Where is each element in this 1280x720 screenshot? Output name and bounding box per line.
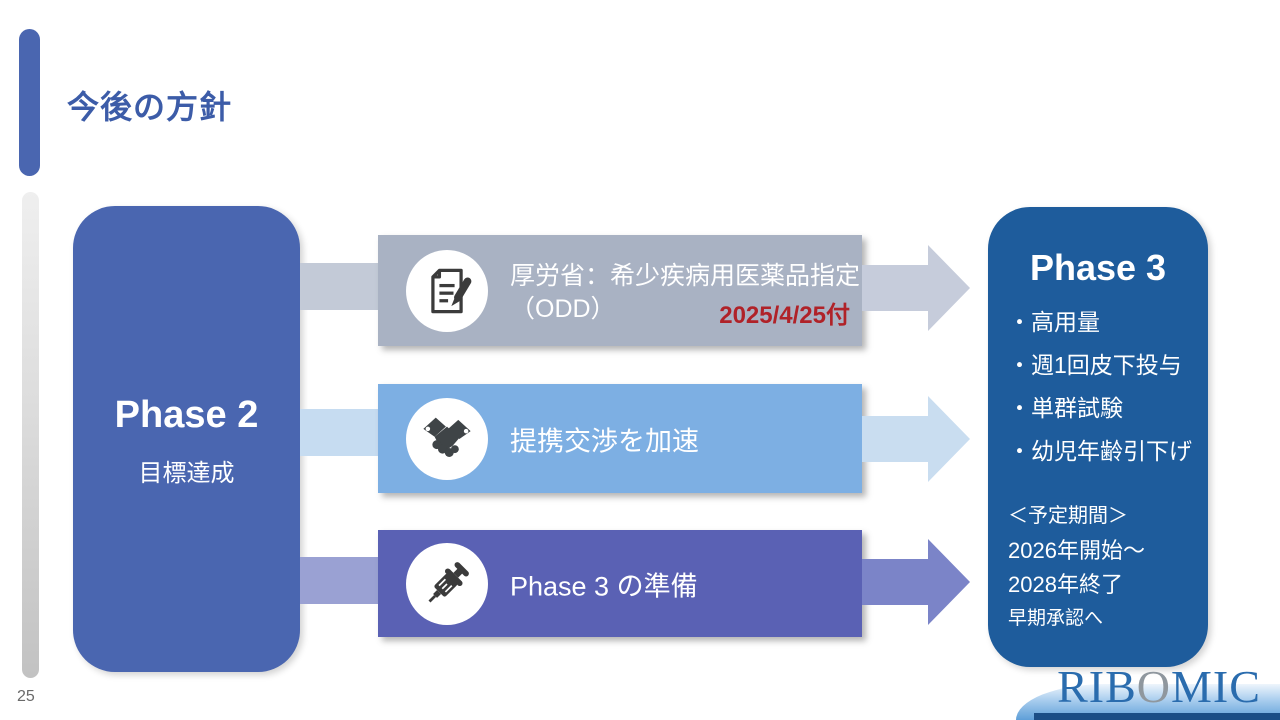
connector-phase2-to-step1	[300, 263, 385, 310]
logo-letter-o: O	[1136, 661, 1171, 712]
phase3-schedule-line: 2026年開始～	[1008, 538, 1145, 563]
step1-label: 厚労省：希少疾病用医薬品指定 （ODD）	[510, 260, 860, 326]
step2-icon-circle	[406, 397, 488, 480]
phase2-box: Phase 2 目標達成	[73, 206, 300, 672]
step1-label-line2: （ODD）	[510, 295, 616, 323]
connector-phase2-to-step3	[300, 557, 385, 604]
step1-label-line1: 厚労省：希少疾病用医薬品指定	[510, 262, 861, 290]
document-pencil-icon	[431, 268, 472, 313]
arrow-step2-to-phase3	[862, 396, 970, 482]
phase2-title: Phase 2	[114, 394, 259, 436]
phase3-schedule-line: 2028年終了	[1008, 572, 1123, 597]
step1-bar: 厚労省：希少疾病用医薬品指定 （ODD） 2025/4/25付	[378, 235, 862, 346]
handshake-icon	[423, 417, 471, 457]
phase3-schedule-header: ＜予定期間＞	[1008, 505, 1128, 527]
page-number: 25	[17, 688, 35, 705]
phase3-title: Phase 3	[1029, 247, 1167, 288]
logo-base-strip	[1034, 713, 1280, 720]
arrow-step3-to-phase3	[862, 539, 970, 625]
syringe-icon	[428, 561, 469, 602]
step3-icon-circle	[406, 542, 488, 625]
logo-text-right: MIC	[1171, 661, 1261, 712]
step1-icon-circle	[406, 249, 488, 332]
logo-text-left: RIB	[1057, 661, 1137, 712]
phase3-bullet: ・高用量	[1008, 309, 1100, 335]
phase3-box: Phase 3 ・高用量 ・週1回皮下投与 ・単群試験 ・幼児年齢引下げ ＜予定…	[988, 207, 1208, 667]
step3-bar: Phase 3 の準備	[378, 530, 862, 637]
step2-bar: 提携交渉を加速	[378, 384, 862, 493]
step2-label: 提携交渉を加速	[510, 426, 699, 456]
phase3-bullet-list: ・高用量 ・週1回皮下投与 ・単群試験 ・幼児年齢引下げ	[1008, 301, 1208, 473]
step3-label: Phase 3 の準備	[510, 571, 698, 601]
phase3-schedule-line: 早期承認へ	[1008, 608, 1104, 629]
connector-phase2-to-step2	[300, 409, 385, 456]
arrow-step1-to-phase3	[862, 245, 970, 331]
left-decoration-rail	[22, 192, 39, 678]
phase3-bullet: ・週1回皮下投与	[1008, 352, 1182, 378]
phase3-bullet: ・単群試験	[1008, 395, 1123, 421]
phase3-schedule-list: 2026年開始～ 2028年終了 早期承認へ	[1008, 534, 1208, 636]
step1-date-note: 2025/4/25付	[719, 302, 850, 329]
title-accent-bar	[19, 29, 40, 176]
phase3-bullet: ・幼児年齢引下げ	[1008, 438, 1192, 464]
company-logo: RIBOMIC	[1040, 660, 1278, 713]
phase2-subtitle: 目標達成	[138, 460, 235, 487]
page-title: 今後の方針	[67, 89, 233, 125]
